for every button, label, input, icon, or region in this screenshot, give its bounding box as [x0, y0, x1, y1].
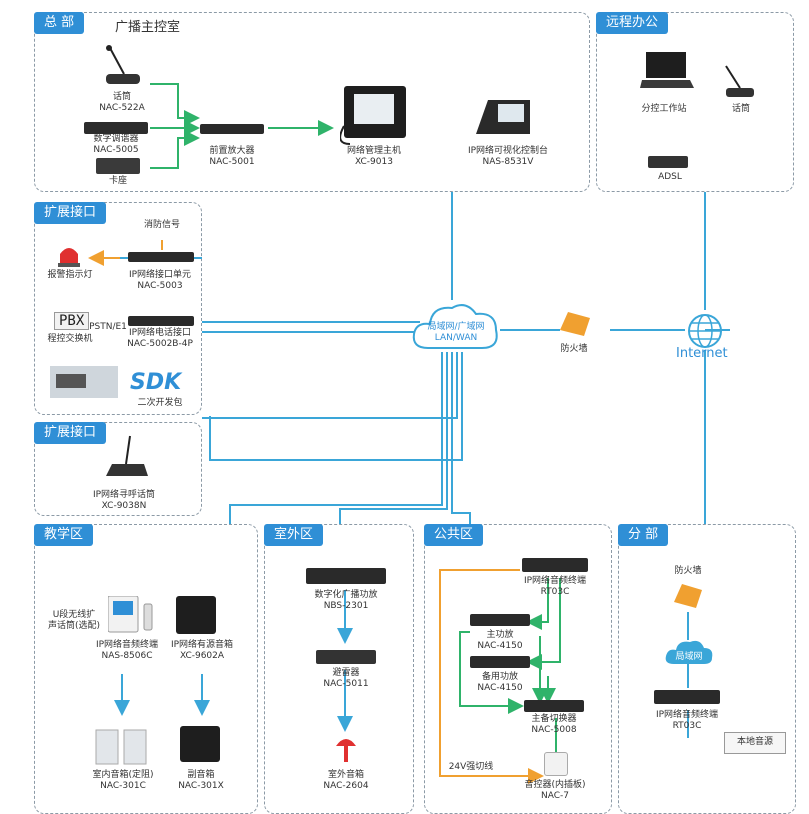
outdoor-speaker-icon: [336, 739, 356, 762]
cloud-icon: [412, 304, 498, 349]
pub-terminal-icon: [522, 558, 588, 572]
outdoor-tag: 室外区: [264, 524, 324, 546]
pbx-sub-label: 程控交换机: [47, 334, 93, 344]
branch-firewall-icon: [674, 584, 702, 608]
pbx-link-label: PSTN/E1: [89, 322, 127, 332]
public-tag: 公共区: [424, 524, 484, 546]
terminal-icon: [108, 596, 153, 633]
alarm-icon: [58, 248, 80, 267]
console-icon: [476, 100, 530, 134]
camera-icon: [50, 366, 118, 398]
branch-tag: 分 部: [618, 524, 669, 546]
internet-label: Internet: [676, 346, 728, 361]
outdoor-panel: 室外区: [264, 524, 414, 814]
tuner-icon: [84, 122, 148, 134]
deck-icon: [96, 158, 140, 174]
deck-label: 卡座: [108, 176, 127, 186]
branch-lan-icon: [665, 640, 713, 664]
room-speaker-label: 室内音箱(定阻)NAC-301C: [92, 770, 154, 791]
remote-mic-icon: [725, 65, 754, 97]
remote-tag: 远程办公: [596, 12, 669, 34]
branch-terminal-icon: [654, 690, 720, 704]
branch-panel: 分 部: [618, 524, 796, 814]
phone-if-icon: [128, 316, 194, 326]
io-unit-icon: [128, 252, 194, 262]
globe-icon: [688, 314, 722, 348]
room-speaker-icon: [95, 729, 147, 765]
ext2-tag: 扩展接口: [34, 422, 107, 444]
hq-tag: 总 部: [34, 12, 85, 34]
ext1-tag: 扩展接口: [34, 202, 107, 224]
branch-lan-label: 局域网: [675, 652, 703, 662]
volume-icon: [544, 752, 568, 776]
main-amp-icon: [470, 614, 530, 626]
remote-panel: 远程办公: [596, 12, 794, 192]
sdk-logo: SDK: [130, 370, 182, 395]
remote-mic-label: 话筒: [731, 104, 750, 114]
active-speaker-icon: [176, 596, 216, 634]
surge-icon: [316, 650, 376, 664]
fire-signal-label: 消防信号: [143, 220, 180, 230]
hq-panel: 总 部 广播主控室: [34, 12, 590, 192]
preamp-icon: [200, 124, 264, 134]
adsl-icon: [648, 156, 688, 168]
force-line-label: 24V强切线: [448, 762, 494, 772]
ext2-panel: 扩展接口: [34, 422, 202, 516]
sub-speaker-icon: [180, 726, 220, 762]
laptop-icon: [640, 52, 694, 88]
host-icon: [340, 86, 406, 145]
pbx-box: PBX: [54, 312, 90, 330]
adsl-label: ADSL: [658, 172, 682, 182]
local-source-label: 本地音源: [736, 737, 773, 747]
backup-amp-icon: [470, 656, 530, 668]
branch-firewall-label: 防火墙: [674, 566, 702, 576]
workstation-label: 分控工作站: [641, 104, 687, 114]
uhf-label: U段无线扩 声话筒(选配): [47, 610, 101, 631]
firewall-label: 防火墙: [560, 344, 588, 354]
local-source-box: 本地音源: [724, 732, 786, 754]
switcher-icon: [524, 700, 584, 712]
alarm-label: 报警指示灯: [47, 270, 93, 280]
hq-title: 广播主控室: [115, 20, 181, 35]
volume-label: 音控器(内插板)NAC-7: [524, 780, 586, 801]
ext1-panel: 扩展接口: [34, 202, 202, 415]
firewall-icon: [560, 312, 590, 336]
sdk-sub-label: 二次开发包: [137, 398, 183, 408]
pager-icon: [106, 435, 148, 476]
mic-icon: [106, 45, 140, 84]
digital-amp-icon: [306, 568, 386, 584]
teach-tag: 教学区: [34, 524, 94, 546]
